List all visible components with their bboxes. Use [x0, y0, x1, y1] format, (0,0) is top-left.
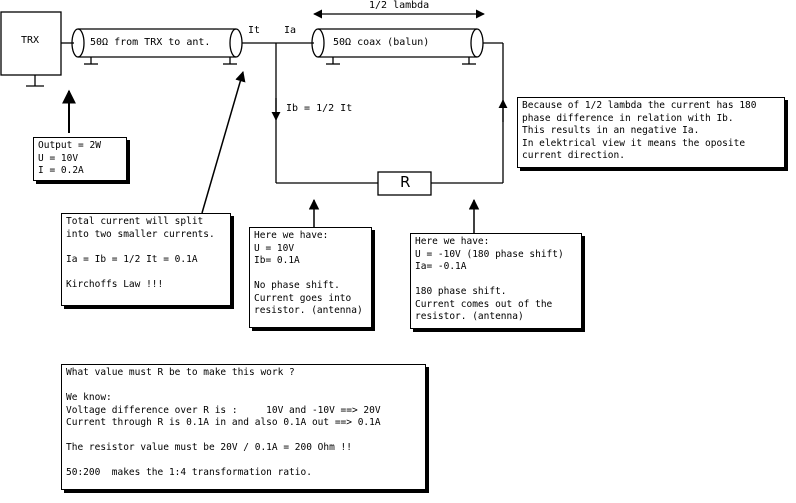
note-line: Ia = Ib = 1/2 It = 0.1A [66, 253, 198, 265]
phase-note: Because of 1/2 lambda the current has 18… [517, 97, 785, 168]
note-line: What value must R be to make this work ? [66, 367, 295, 378]
note-line: U = 10V [38, 152, 79, 164]
resistor-symbol [377, 171, 432, 196]
note-line: Kirchoffs Law !!! [66, 278, 164, 290]
note-line: Ia= -0.1A [415, 261, 467, 272]
note-line: We know: [66, 392, 112, 403]
it-label: It [248, 25, 261, 36]
note-line: Because of 1/2 lambda the current has 18… [522, 100, 757, 111]
note-line: Ib= 0.1A [254, 255, 300, 266]
trx-label: TRX [21, 35, 40, 46]
right-node-note: Here we have:U = -10V (180 phase shift)I… [410, 233, 582, 329]
note-line: phase difference in relation with Ib. [522, 112, 734, 124]
note-line: 50:200 makes the 1:4 transformation rati… [66, 467, 312, 478]
note-line [254, 268, 367, 281]
note-line: Here we have: [254, 230, 329, 241]
note-line: resistor. (antenna) [254, 305, 363, 316]
note-line [66, 455, 421, 468]
note-line: Voltage difference over R is : 10V and -… [66, 404, 381, 416]
coax1-label: 50Ω from TRX to ant. [90, 37, 211, 48]
note-line: U = 10V [254, 242, 295, 254]
note-line [66, 380, 421, 393]
split-pointer [201, 70, 246, 214]
coax-cable-2 [311, 28, 484, 65]
half-lambda-label: 1/2 lambda [369, 0, 430, 11]
note-line: Here we have: [415, 236, 490, 247]
note-line: resistor. (antenna) [415, 311, 524, 322]
note-line: U = -10V (180 phase shift) [415, 248, 564, 260]
note-line: In elektrical view it means the oposite [522, 137, 746, 149]
note-line: Output = 2W [38, 140, 101, 151]
note-line: I = 0.2A [38, 165, 84, 176]
coax2-label: 50Ω coax (balun) [333, 37, 430, 48]
note-line: Current through R is 0.1A in and also 0.… [66, 417, 381, 428]
note-line: Current goes into [254, 292, 352, 304]
resistor-label: R [400, 173, 411, 191]
note-line: current direction. [522, 150, 625, 161]
note-line: This results in an negative Ia. [522, 125, 700, 136]
coax-cable-1 [71, 28, 243, 65]
note-line: No phase shift. [254, 280, 340, 291]
note-line: Total current will split [66, 216, 204, 227]
ia-label: Ia [284, 25, 297, 36]
note-line: The resistor value must be 20V / 0.1A = … [66, 442, 352, 453]
note-line: Current comes out of the [415, 298, 553, 310]
calculation-note: What value must R be to make this work ?… [61, 364, 426, 490]
ib-label: Ib = 1/2 It [286, 103, 353, 114]
note-line: into two smaller currents. [66, 228, 215, 240]
note-line [66, 430, 421, 443]
note-line [415, 274, 577, 287]
note-line [66, 241, 226, 254]
note-line [66, 266, 226, 279]
note-line: 180 phase shift. [415, 286, 507, 297]
